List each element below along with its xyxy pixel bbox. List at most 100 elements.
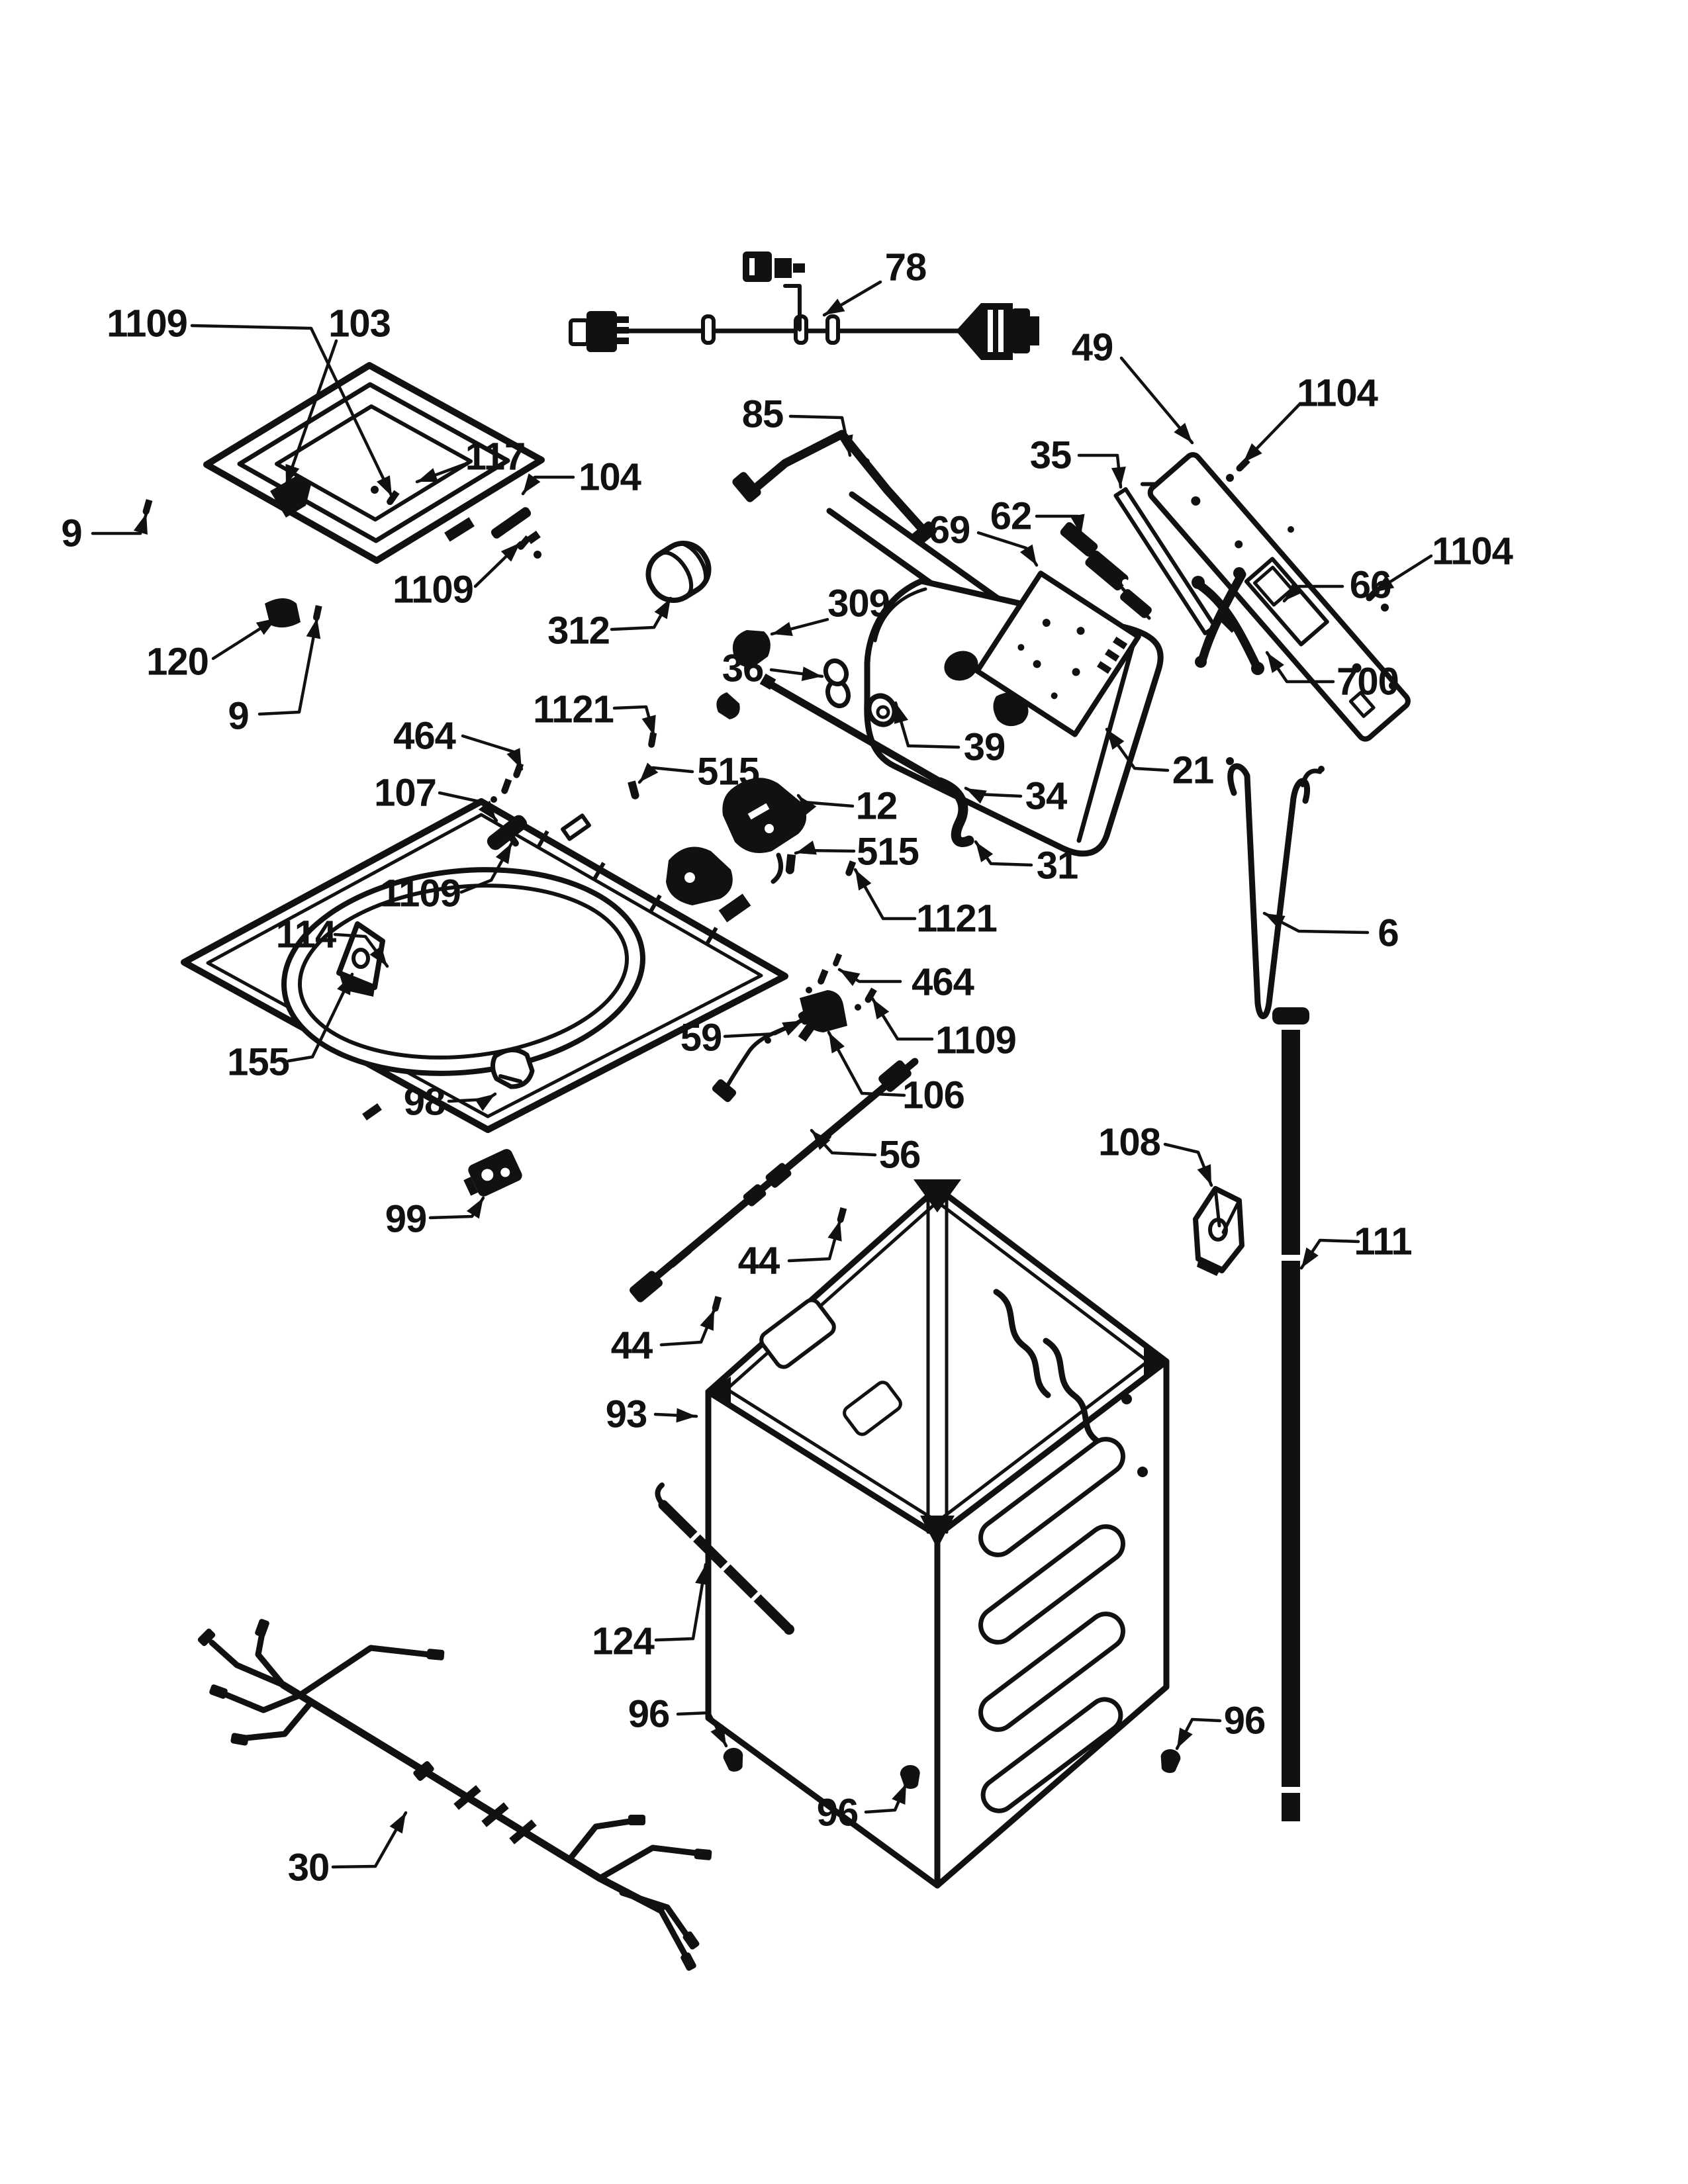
part-label-44: 44 (611, 1324, 653, 1367)
callout-78: 78 (822, 246, 927, 317)
part-label-464: 464 (912, 961, 974, 1004)
callout-44: 44 (738, 1218, 842, 1283)
part-label-44: 44 (738, 1240, 780, 1283)
harness-56 (630, 1058, 919, 1302)
callout-44: 44 (611, 1308, 716, 1367)
callout-69: 69 (929, 509, 1039, 567)
part-label-35: 35 (1030, 434, 1072, 477)
callout-98: 98 (404, 1081, 497, 1124)
part-label-98: 98 (404, 1081, 445, 1124)
cabinet-93 (705, 1179, 1170, 1889)
hinge-bracket-103 (270, 477, 311, 518)
part-label-31: 31 (1037, 844, 1078, 887)
callout-96: 96 (817, 1782, 908, 1835)
dispenser-blob (666, 846, 733, 905)
control-panel-49 (1140, 452, 1411, 742)
part-label-6: 6 (1378, 912, 1398, 955)
part-label-96: 96 (817, 1792, 859, 1835)
callout-1109: 1109 (870, 997, 1017, 1062)
part-label-515: 515 (857, 831, 919, 874)
callout-62: 62 (990, 495, 1085, 538)
part-label-49: 49 (1072, 326, 1113, 369)
control-board-69 (974, 570, 1141, 737)
callout-36: 36 (722, 647, 824, 690)
callout-155: 155 (227, 972, 354, 1084)
plug-end (569, 318, 590, 346)
part-label-30: 30 (288, 1846, 330, 1889)
shaft-34 (759, 673, 943, 785)
part-label-103: 103 (328, 302, 391, 345)
part-label-1109: 1109 (935, 1019, 1016, 1062)
power-cord-assembly (569, 251, 1039, 360)
switch-62 (1060, 522, 1152, 620)
part-label-62: 62 (990, 495, 1032, 538)
branch-connector (743, 251, 772, 282)
part-label-99: 99 (385, 1198, 427, 1241)
part-label-111: 111 (1354, 1220, 1411, 1263)
callout-124: 124 (592, 1563, 710, 1663)
callout-312: 312 (547, 596, 673, 653)
callout-309: 309 (770, 582, 890, 637)
hose-85 (732, 430, 937, 546)
callout-6: 6 (1262, 912, 1399, 955)
callout-56: 56 (810, 1128, 921, 1177)
part-label-1109: 1109 (107, 302, 187, 345)
part-label-78: 78 (885, 246, 927, 289)
callout-117: 117 (415, 435, 526, 484)
callout-66: 66 (1282, 564, 1391, 607)
part-label-34: 34 (1025, 775, 1067, 818)
part-label-36: 36 (722, 647, 764, 690)
part-label-9: 9 (228, 695, 248, 738)
drain-hose-6 (1226, 757, 1325, 1019)
leveling-foot-96 (722, 1746, 747, 1774)
callout-35: 35 (1030, 434, 1126, 489)
part-label-106: 106 (902, 1074, 964, 1117)
lid-lock-12 (722, 778, 807, 884)
callout-1104: 1104 (1372, 530, 1514, 594)
callout-1121: 1121 (853, 868, 998, 940)
part-label-96: 96 (1224, 1700, 1266, 1743)
part-label-1109: 1109 (393, 569, 473, 612)
lid-window (275, 404, 473, 522)
callout-49: 49 (1072, 326, 1194, 445)
part-label-9: 9 (61, 512, 81, 555)
callout-96: 96 (1175, 1700, 1266, 1751)
callout-108: 108 (1098, 1121, 1213, 1187)
clip-99 (463, 1149, 522, 1197)
part-label-700: 700 (1336, 660, 1399, 704)
callout-107: 107 (374, 772, 498, 823)
part-label-96: 96 (628, 1693, 670, 1736)
part-label-1121: 1121 (916, 897, 997, 940)
part-label-1104: 1104 (1432, 530, 1513, 573)
callout-464: 464 (837, 961, 975, 1004)
part-label-124: 124 (592, 1620, 655, 1663)
bracket-309 (716, 630, 771, 719)
callout-96: 96 (628, 1693, 728, 1748)
keeper-106 (798, 990, 847, 1042)
callout-111: 111 (1299, 1220, 1413, 1270)
callout-12: 12 (796, 785, 898, 828)
part-label-464: 464 (393, 715, 456, 758)
suspension-rod-111 (1272, 1007, 1309, 1821)
part-label-104: 104 (579, 456, 641, 499)
grommet-39 (823, 658, 849, 687)
cord-connector (956, 303, 1013, 360)
part-label-1109: 1109 (380, 872, 461, 915)
callout-1109: 1109 (393, 541, 522, 612)
callout-93: 93 (606, 1393, 698, 1436)
part-label-1104: 1104 (1297, 372, 1378, 415)
part-label-21: 21 (1172, 749, 1214, 792)
callout-1109: 1109 (107, 302, 394, 498)
callout-31: 31 (974, 840, 1078, 887)
part-label-59: 59 (680, 1017, 722, 1060)
bracket-108 (1193, 1186, 1244, 1276)
callout-515: 515 (637, 751, 760, 794)
knob-hole (944, 651, 978, 681)
hose-31 (935, 777, 974, 847)
roller-312 (645, 541, 712, 603)
part-label-107: 107 (374, 772, 436, 815)
callout-103: 103 (284, 302, 391, 487)
wiring-harness-30 (197, 1619, 712, 1971)
part-label-39: 39 (964, 726, 1006, 769)
